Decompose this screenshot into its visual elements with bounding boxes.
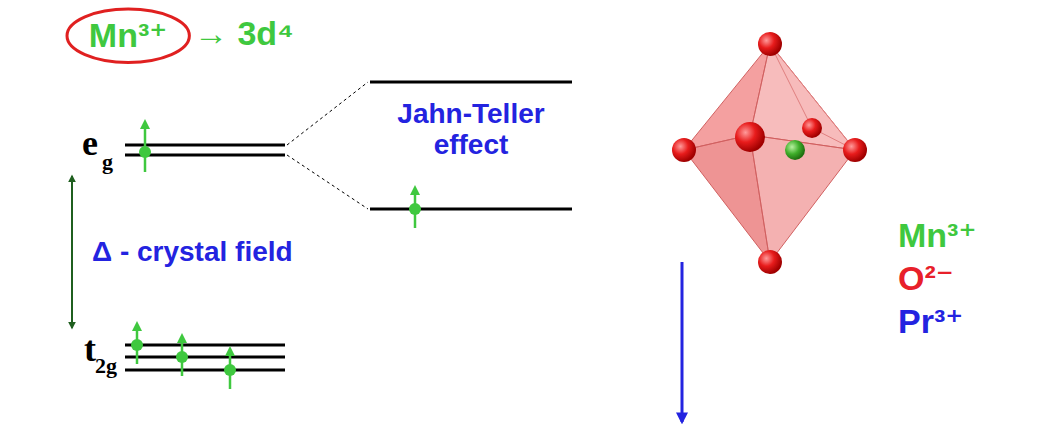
- splitting-dashes: [287, 82, 368, 209]
- ion-legend: Pr³⁺: [898, 303, 963, 340]
- level-subscript: g: [102, 150, 113, 174]
- electron-config: → 3d⁴: [194, 15, 294, 52]
- crystal-field-arrow: [71, 176, 73, 328]
- level-symbol: t: [84, 330, 96, 370]
- ion-legend: Mn³⁺: [898, 217, 976, 254]
- level-subscript: 2g: [95, 354, 117, 378]
- gap-label: Δ - crystal field: [92, 237, 293, 268]
- circled-ion: Mn³⁺: [65, 7, 191, 64]
- down-arrow: [681, 262, 684, 422]
- energy-levels: [125, 82, 572, 370]
- octahedron: [672, 32, 867, 274]
- ion-symbol: Mn³⁺: [89, 17, 167, 54]
- effect-label: Jahn-Teller effect: [370, 99, 572, 161]
- level-symbol: e: [82, 124, 98, 164]
- ion-legend: O²⁻: [898, 260, 954, 297]
